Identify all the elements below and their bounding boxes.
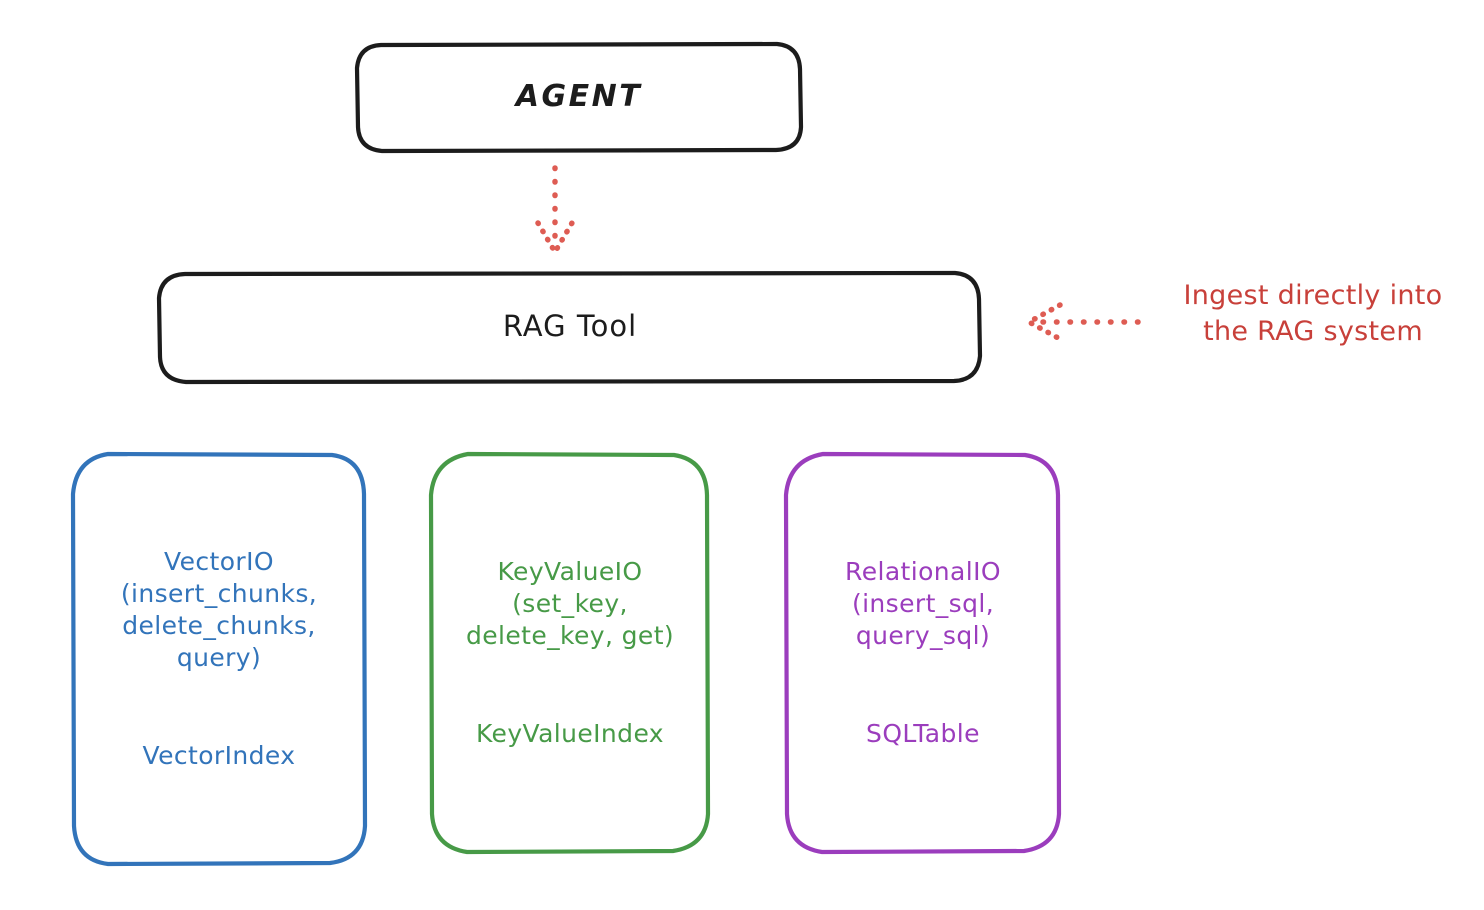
node-key-value-io[interactable]: KeyValueIO (set_key, delete_key, get) Ke… [428, 450, 712, 856]
node-agent[interactable]: AGENT [355, 41, 803, 154]
connector-ingest-note-to-rag-tool [1023, 302, 1141, 342]
node-vector-io-text: VectorIO (insert_chunks, delete_chunks, … [121, 514, 317, 804]
connector-agent-to-rag-tool [535, 165, 575, 258]
relational-io-index-label: SQLTable [866, 719, 980, 748]
relational-io-api-label: RelationalIO (insert_sql, query_sql) [845, 557, 1001, 650]
node-rag-tool-label: RAG Tool [502, 309, 638, 344]
vector-io-index-label: VectorIndex [142, 741, 296, 770]
node-rag-tool[interactable]: RAG Tool [157, 270, 983, 384]
node-vector-io[interactable]: VectorIO (insert_chunks, delete_chunks, … [70, 450, 368, 868]
key-value-io-api-label: KeyValueIO (set_key, delete_key, get) [465, 557, 675, 650]
node-relational-io-text: RelationalIO (insert_sql, query_sql) SQL… [845, 524, 1001, 782]
node-key-value-io-text: KeyValueIO (set_key, delete_key, get) Ke… [466, 524, 674, 782]
node-agent-label: AGENT [515, 79, 643, 115]
node-relational-io[interactable]: RelationalIO (insert_sql, query_sql) SQL… [783, 450, 1063, 856]
annotation-ingest-note: Ingest directly into the RAG system [1183, 280, 1443, 348]
vector-io-api-label: VectorIO (insert_chunks, delete_chunks, … [120, 547, 318, 672]
key-value-io-index-label: KeyValueIndex [475, 719, 664, 748]
